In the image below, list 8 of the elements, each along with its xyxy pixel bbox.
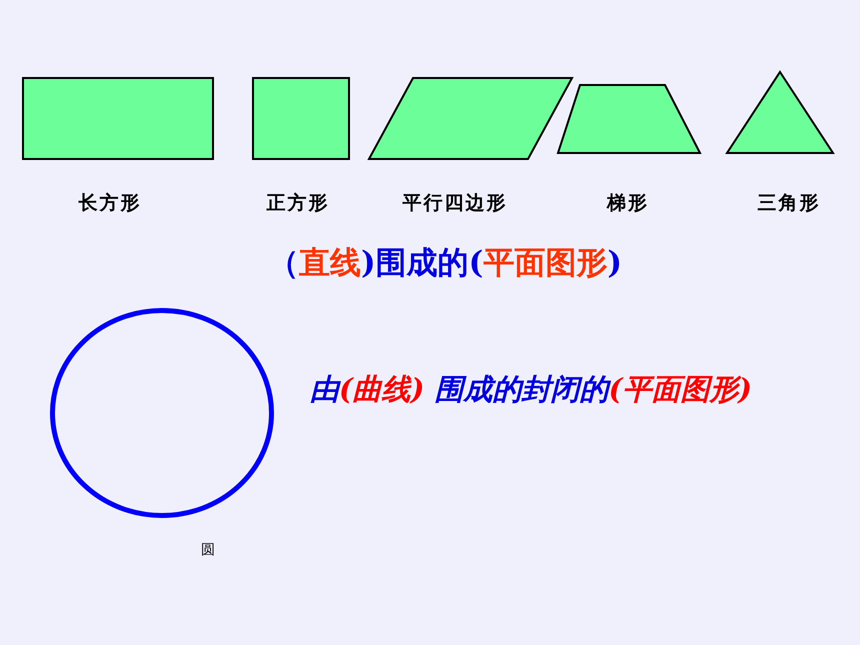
shape-label: 平行四边形 <box>402 191 508 216</box>
statement-text: 由(曲线) 围成的封闭的(平面图形) <box>310 371 752 408</box>
shape-label: 梯形 <box>607 191 649 216</box>
shape-label: 三角形 <box>758 191 820 216</box>
shape-label: 圆 <box>201 541 215 559</box>
shape-label: 正方形 <box>266 191 330 216</box>
shape-label: 长方形 <box>78 191 142 216</box>
statement-text: （直线)围成的(平面图形) <box>268 244 622 283</box>
